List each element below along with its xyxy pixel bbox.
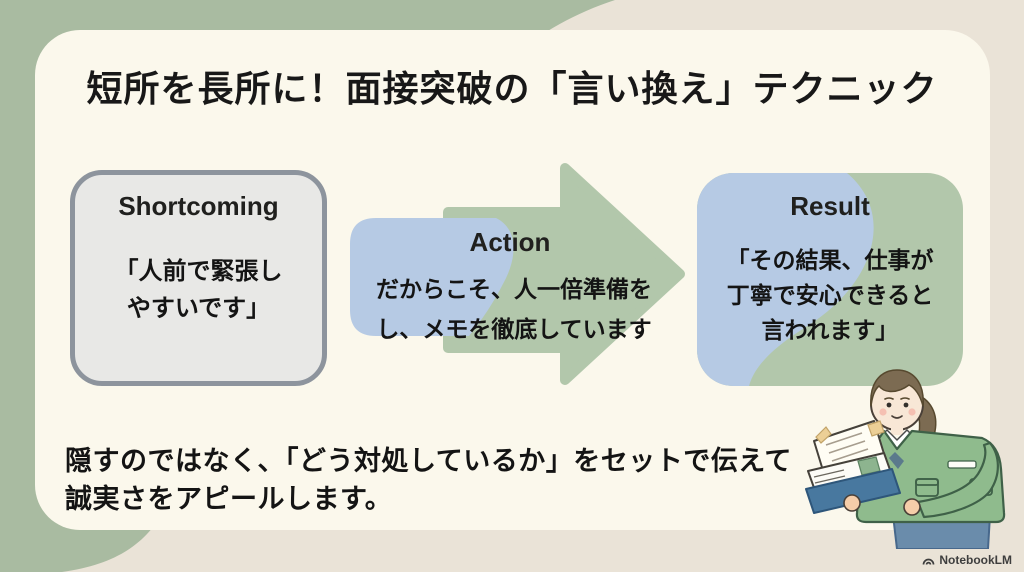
result-box xyxy=(697,173,963,386)
shortcoming-label: Shortcoming xyxy=(118,191,279,221)
shortcoming-box xyxy=(70,170,327,386)
action-quote: だからこそ、人一倍準備を し、メモを徹底しています xyxy=(376,276,652,342)
flow-arrow-icon xyxy=(350,163,685,385)
result-box-blue-shape xyxy=(697,173,874,386)
result-label: Result xyxy=(790,191,870,221)
notebooklm-logo: NotebookLM xyxy=(922,553,1012,567)
shortcoming-quote: 「人前で緊張し やすいです」 xyxy=(114,258,283,322)
notebooklm-arc-icon xyxy=(922,558,935,565)
summary-text: 隠すのではなく、「どう対処しているか」をセットで伝えて 誠実さをアピールします。 xyxy=(65,446,792,514)
result-quote: 「その結果、仕事が 丁寧で安心できると 言われます」 xyxy=(726,247,934,343)
notebooklm-wordmark: NotebookLM xyxy=(939,553,1012,567)
action-label: Action xyxy=(469,227,551,257)
slide-title: 短所を長所に！面接突破の「言い換え」テクニック xyxy=(86,68,938,109)
worker-illustration xyxy=(805,369,1006,549)
